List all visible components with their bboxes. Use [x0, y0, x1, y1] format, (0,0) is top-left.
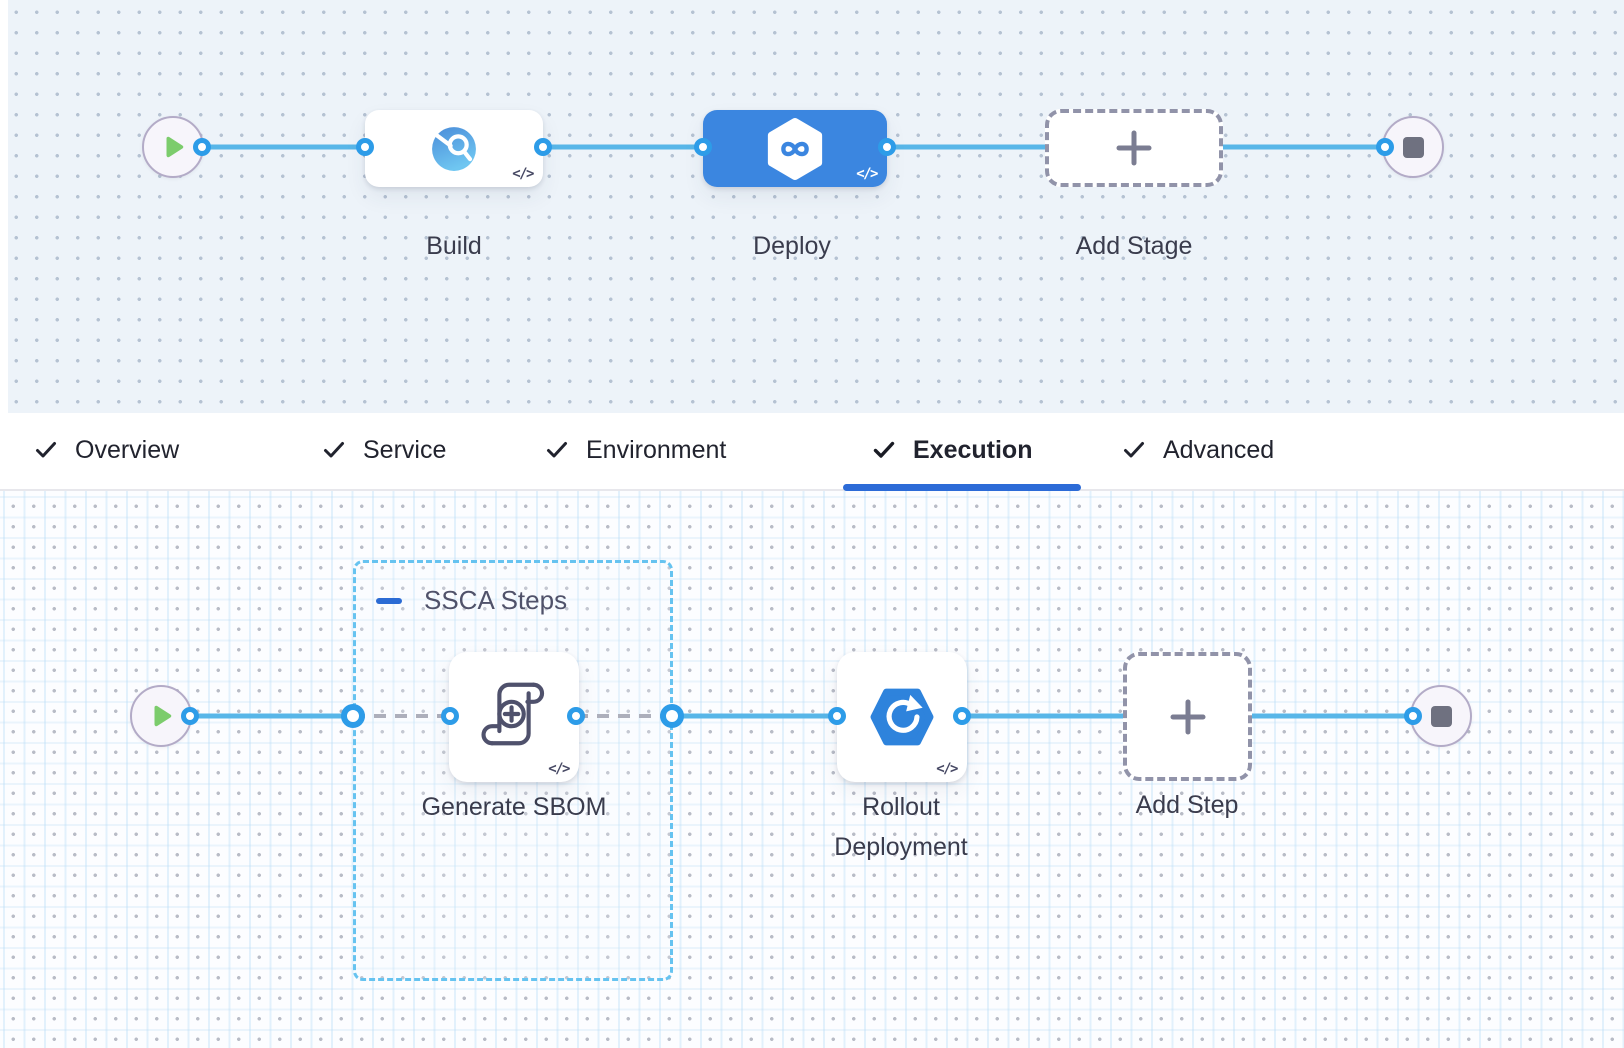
- port[interactable]: [441, 707, 459, 725]
- hexagon-cycle-arrow-icon: [870, 688, 934, 746]
- port[interactable]: [567, 707, 585, 725]
- ssca-group-header[interactable]: SSCA Steps: [376, 585, 567, 616]
- code-brackets-icon: </>: [548, 761, 570, 777]
- step-connector: [962, 713, 1123, 719]
- group-title: SSCA Steps: [424, 585, 568, 615]
- tab-label: Service: [363, 435, 447, 464]
- add-stage-button[interactable]: [1045, 109, 1223, 187]
- group-port[interactable]: [341, 704, 365, 728]
- port[interactable]: [878, 138, 896, 156]
- step-connector-dashed: [353, 714, 450, 718]
- stage-label-build: Build: [426, 232, 482, 260]
- tab-label: Overview: [75, 435, 180, 464]
- step-label-add: Add Step: [1135, 791, 1239, 819]
- stage-connector: [887, 144, 1045, 150]
- stage-card-deploy[interactable]: </>: [703, 110, 887, 187]
- stage-connector: [202, 144, 365, 150]
- active-tab-underline: [843, 484, 1081, 491]
- tab-execution[interactable]: Execution: [872, 413, 1032, 487]
- stop-square-icon: [1430, 705, 1452, 727]
- port[interactable]: [828, 707, 846, 725]
- stage-label-deploy: Deploy: [753, 232, 831, 260]
- step-label-generate-sbom: Generate SBOM: [421, 793, 607, 821]
- play-icon: [154, 705, 172, 727]
- tab-label: Execution: [913, 435, 1033, 464]
- tab-overview[interactable]: Overview: [34, 413, 179, 487]
- tab-environment[interactable]: Environment: [545, 413, 726, 487]
- canvas-left-edge: [0, 0, 8, 413]
- port[interactable]: [181, 707, 199, 725]
- step-label-rollout-deployment: Rollout Deployment: [834, 793, 968, 861]
- step-connector: [672, 713, 837, 719]
- port[interactable]: [534, 138, 552, 156]
- port[interactable]: [193, 138, 211, 156]
- check-icon: [547, 442, 567, 458]
- tab-advanced[interactable]: Advanced: [1122, 413, 1274, 487]
- stage-card-build[interactable]: </>: [365, 110, 543, 187]
- tab-label: Advanced: [1163, 435, 1275, 464]
- stage-connector: [1223, 144, 1385, 150]
- check-icon: [36, 442, 56, 458]
- step-connector: [1252, 713, 1413, 719]
- tab-service[interactable]: Service: [322, 413, 446, 487]
- port[interactable]: [953, 707, 971, 725]
- step-card-rollout-deployment[interactable]: </>: [837, 652, 967, 782]
- port[interactable]: [1404, 707, 1422, 725]
- plus-icon: [1170, 699, 1205, 734]
- harness-hexagon-infinity-icon: [767, 117, 823, 180]
- tab-label: Environment: [586, 435, 727, 464]
- port[interactable]: [356, 138, 374, 156]
- stage-label-add: Add Stage: [1075, 232, 1193, 260]
- port[interactable]: [694, 138, 712, 156]
- code-brackets-icon: </>: [856, 166, 878, 182]
- check-icon: [1124, 442, 1144, 458]
- step-connector: [190, 713, 353, 719]
- code-brackets-icon: </>: [512, 166, 534, 182]
- ci-circle-magnifier-icon: [432, 126, 476, 171]
- check-icon: [873, 441, 895, 458]
- check-icon: [324, 442, 344, 458]
- port[interactable]: [1376, 138, 1394, 156]
- execution-graph-canvas: SSCA Steps </> Generate SBOM </>: [0, 491, 1624, 1048]
- stage-graph-canvas: </> Build </> Deploy Add Stage: [0, 0, 1624, 413]
- plus-icon: [1116, 130, 1152, 166]
- step-connector-dashed: [576, 714, 672, 718]
- collapse-minus-icon[interactable]: [376, 597, 402, 604]
- code-brackets-icon: </>: [936, 761, 958, 777]
- stop-square-icon: [1402, 136, 1424, 158]
- stage-tabbar: Overview Service Environment Execution A…: [0, 413, 1624, 491]
- add-step-button[interactable]: [1123, 652, 1252, 781]
- stage-connector: [543, 144, 703, 150]
- scroll-plus-icon: [481, 682, 545, 746]
- step-card-generate-sbom[interactable]: </>: [449, 652, 579, 782]
- group-port[interactable]: [660, 704, 684, 728]
- play-icon: [166, 136, 184, 158]
